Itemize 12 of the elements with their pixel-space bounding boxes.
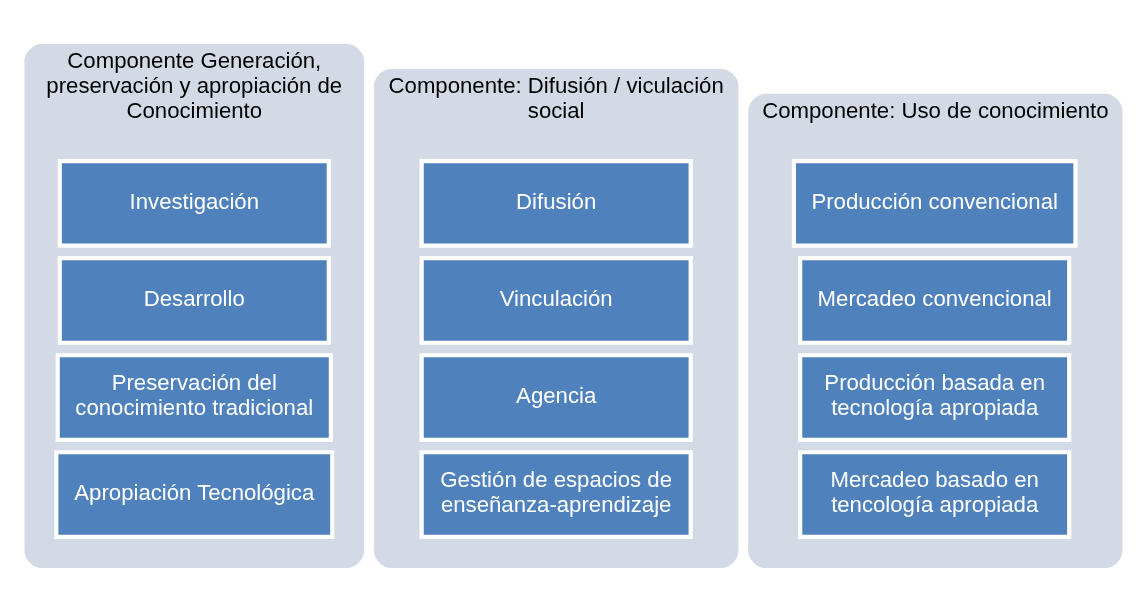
node-box: Apropiación Tecnológica [54, 450, 335, 539]
node-box: Agencia [419, 353, 693, 442]
node-box: Producción convencional [791, 159, 1078, 248]
node-box: Preservación del conocimiento tradicional [55, 353, 333, 442]
node-box: Vinculación [419, 256, 693, 345]
node-box: Difusión [419, 159, 693, 248]
node-box: Investigación [57, 159, 331, 248]
node-box: Producción basada en tecnología apropiada [798, 353, 1072, 442]
node-box: Desarrollo [57, 256, 331, 345]
node-box: Gestión de espacios de enseñanza-aprendizaje [419, 450, 693, 539]
node-box: Mercadeo basado en tencología apropiada [798, 450, 1072, 539]
node-box: Mercadeo convencional [798, 256, 1072, 345]
